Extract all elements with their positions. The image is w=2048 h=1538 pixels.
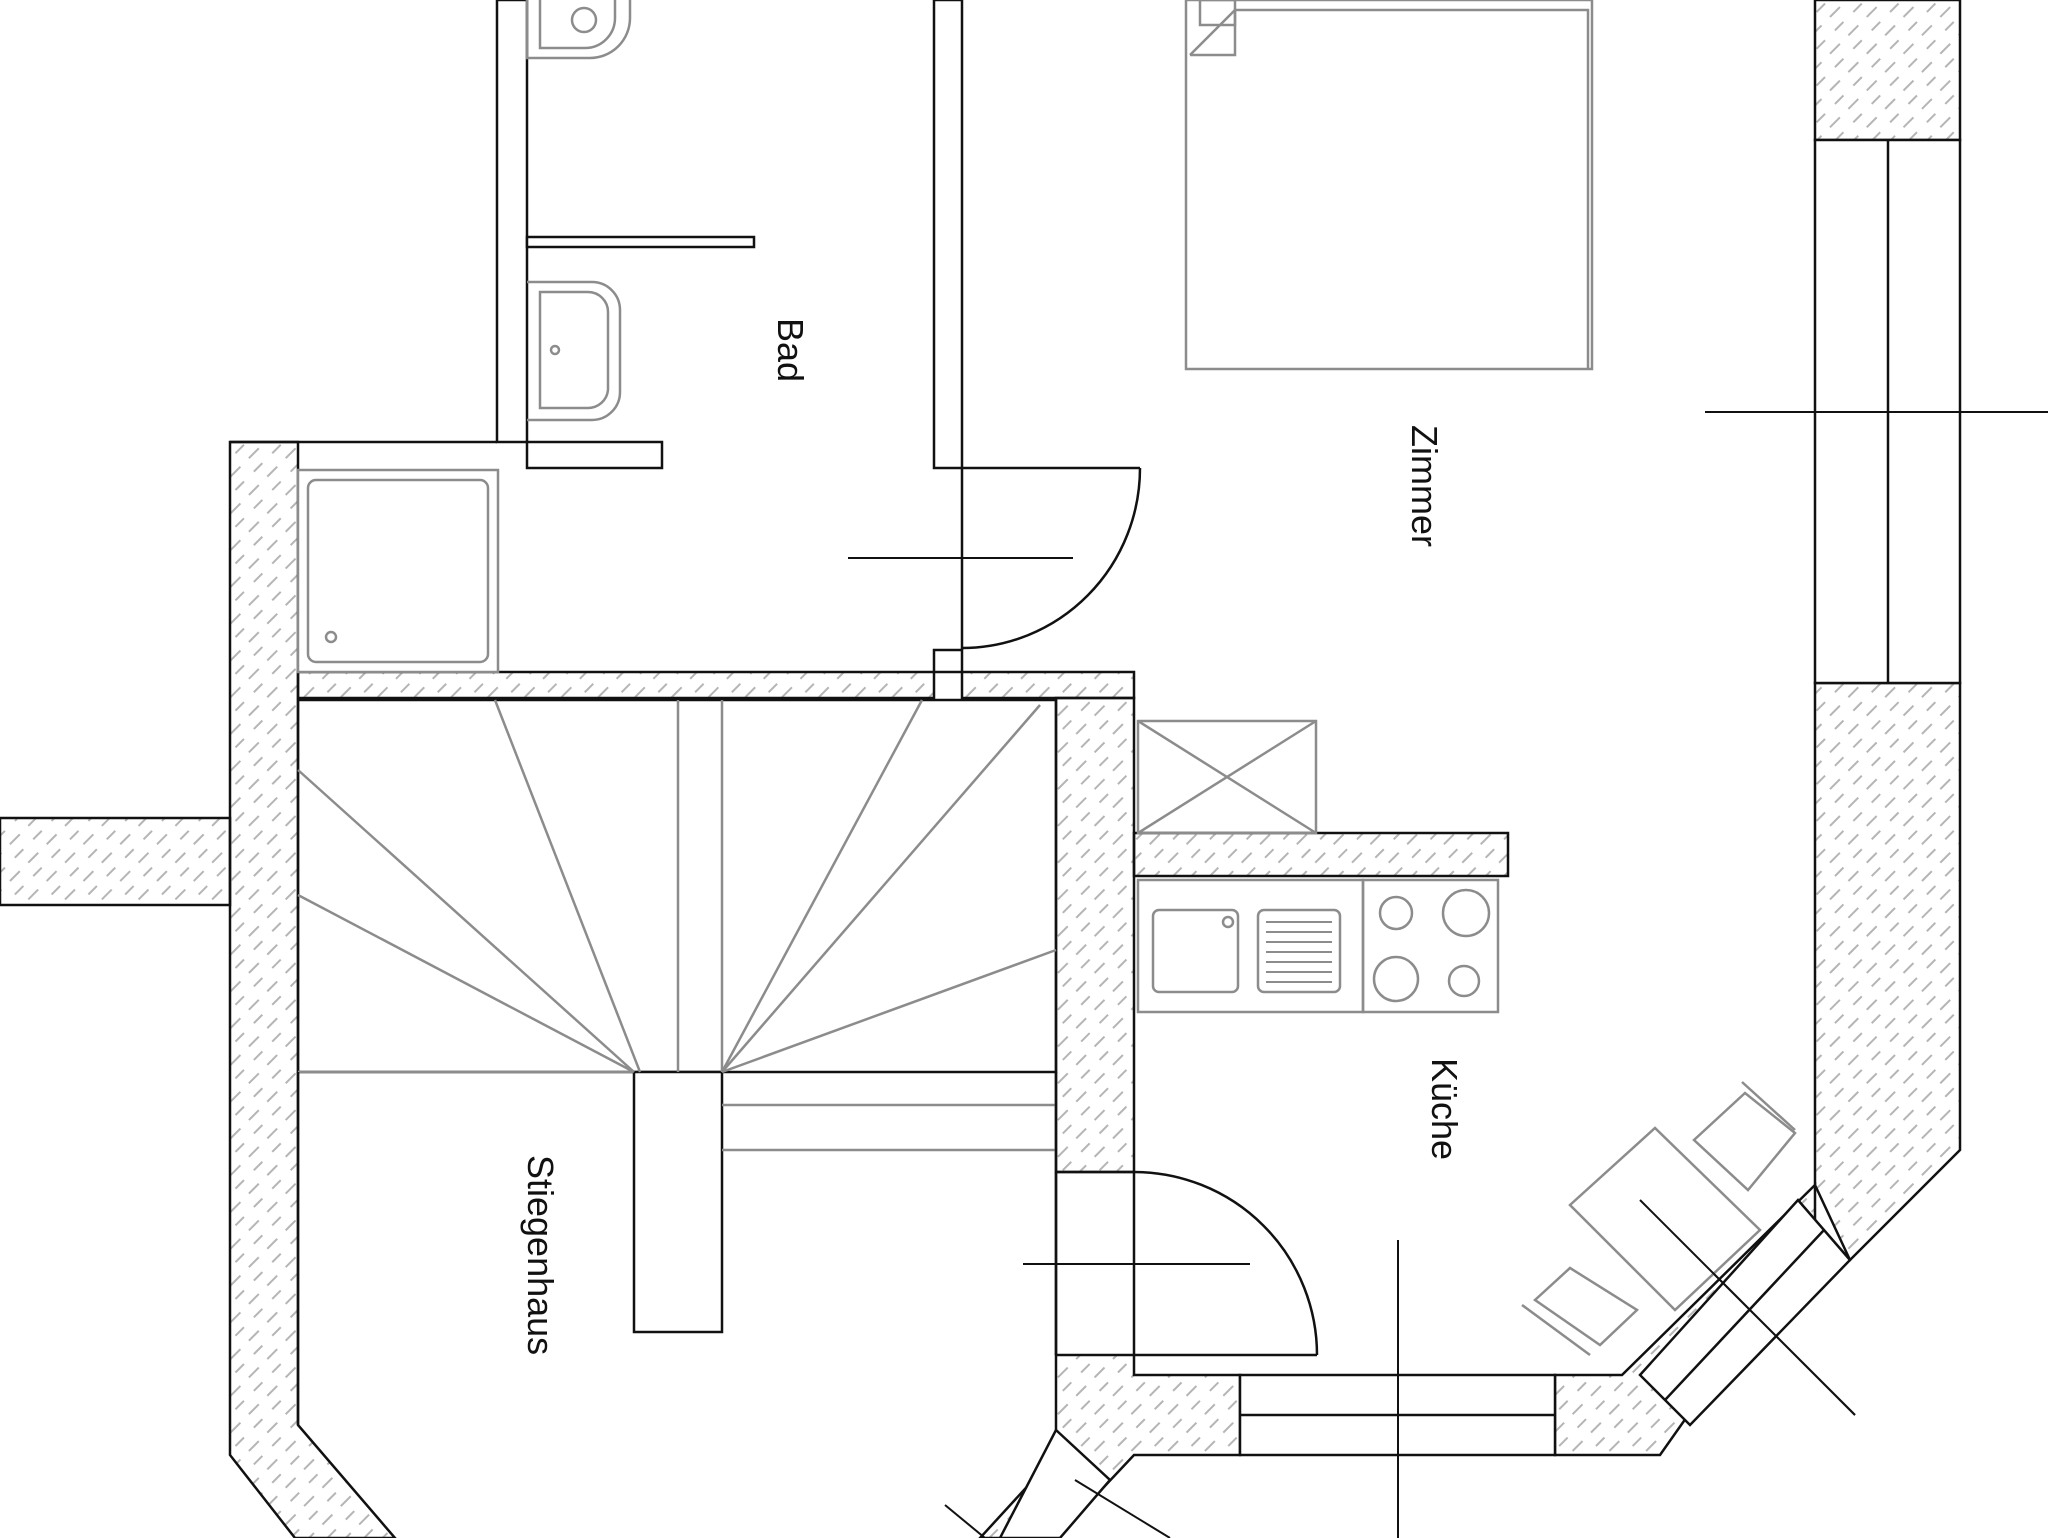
drainboard: [1266, 921, 1332, 983]
wall-right-top: [1813, 0, 1962, 142]
shaft-icon: [1136, 719, 1318, 835]
door-bath-swing: [961, 467, 1142, 650]
room-label-room: Zimmer: [1404, 425, 1445, 547]
doors: [960, 466, 1319, 1357]
window-kitchen-diagonal: [1638, 1198, 1852, 1427]
door-kitchen-swing: [1133, 1170, 1319, 1356]
wall-bath-partition: [525, 235, 756, 249]
wall-bath-right-lower: [932, 648, 964, 674]
staircase: [296, 698, 1058, 1425]
wall-left-stub: [0, 816, 232, 907]
dining-table-icon: [1568, 1126, 1762, 1312]
bed-icon: [1184, 0, 1594, 371]
room-label-bath: Bad: [770, 318, 811, 382]
wall-right-lower: [1813, 681, 1962, 1263]
wall-stair-right: [1054, 696, 1136, 1174]
wall-bath-stair: [296, 670, 936, 700]
stove-icon: [1361, 878, 1500, 1014]
window-stair-diagonal: [998, 1427, 1112, 1538]
chair-icon: [1532, 1266, 1640, 1347]
wall-bath-bottom-stub: [525, 440, 664, 470]
room-label-stairwell: Stiegenhaus: [520, 1155, 561, 1355]
washbasin-icon: [527, 280, 622, 422]
stair-core: [632, 1070, 724, 1334]
room-label-kitchen: Küche: [1424, 1058, 1465, 1160]
shower-tray-icon: [296, 468, 500, 674]
toilet-icon: [525, 0, 632, 60]
fixtures: [296, 0, 1856, 1416]
chair-icon-2: [1692, 1091, 1797, 1192]
walls: [0, 0, 1962, 1538]
wall-bath-left: [495, 0, 529, 444]
wall-bath-right: [932, 0, 964, 470]
wall-kitchen-top: [1132, 831, 1510, 878]
wall-bath-stair-2: [960, 670, 1136, 700]
